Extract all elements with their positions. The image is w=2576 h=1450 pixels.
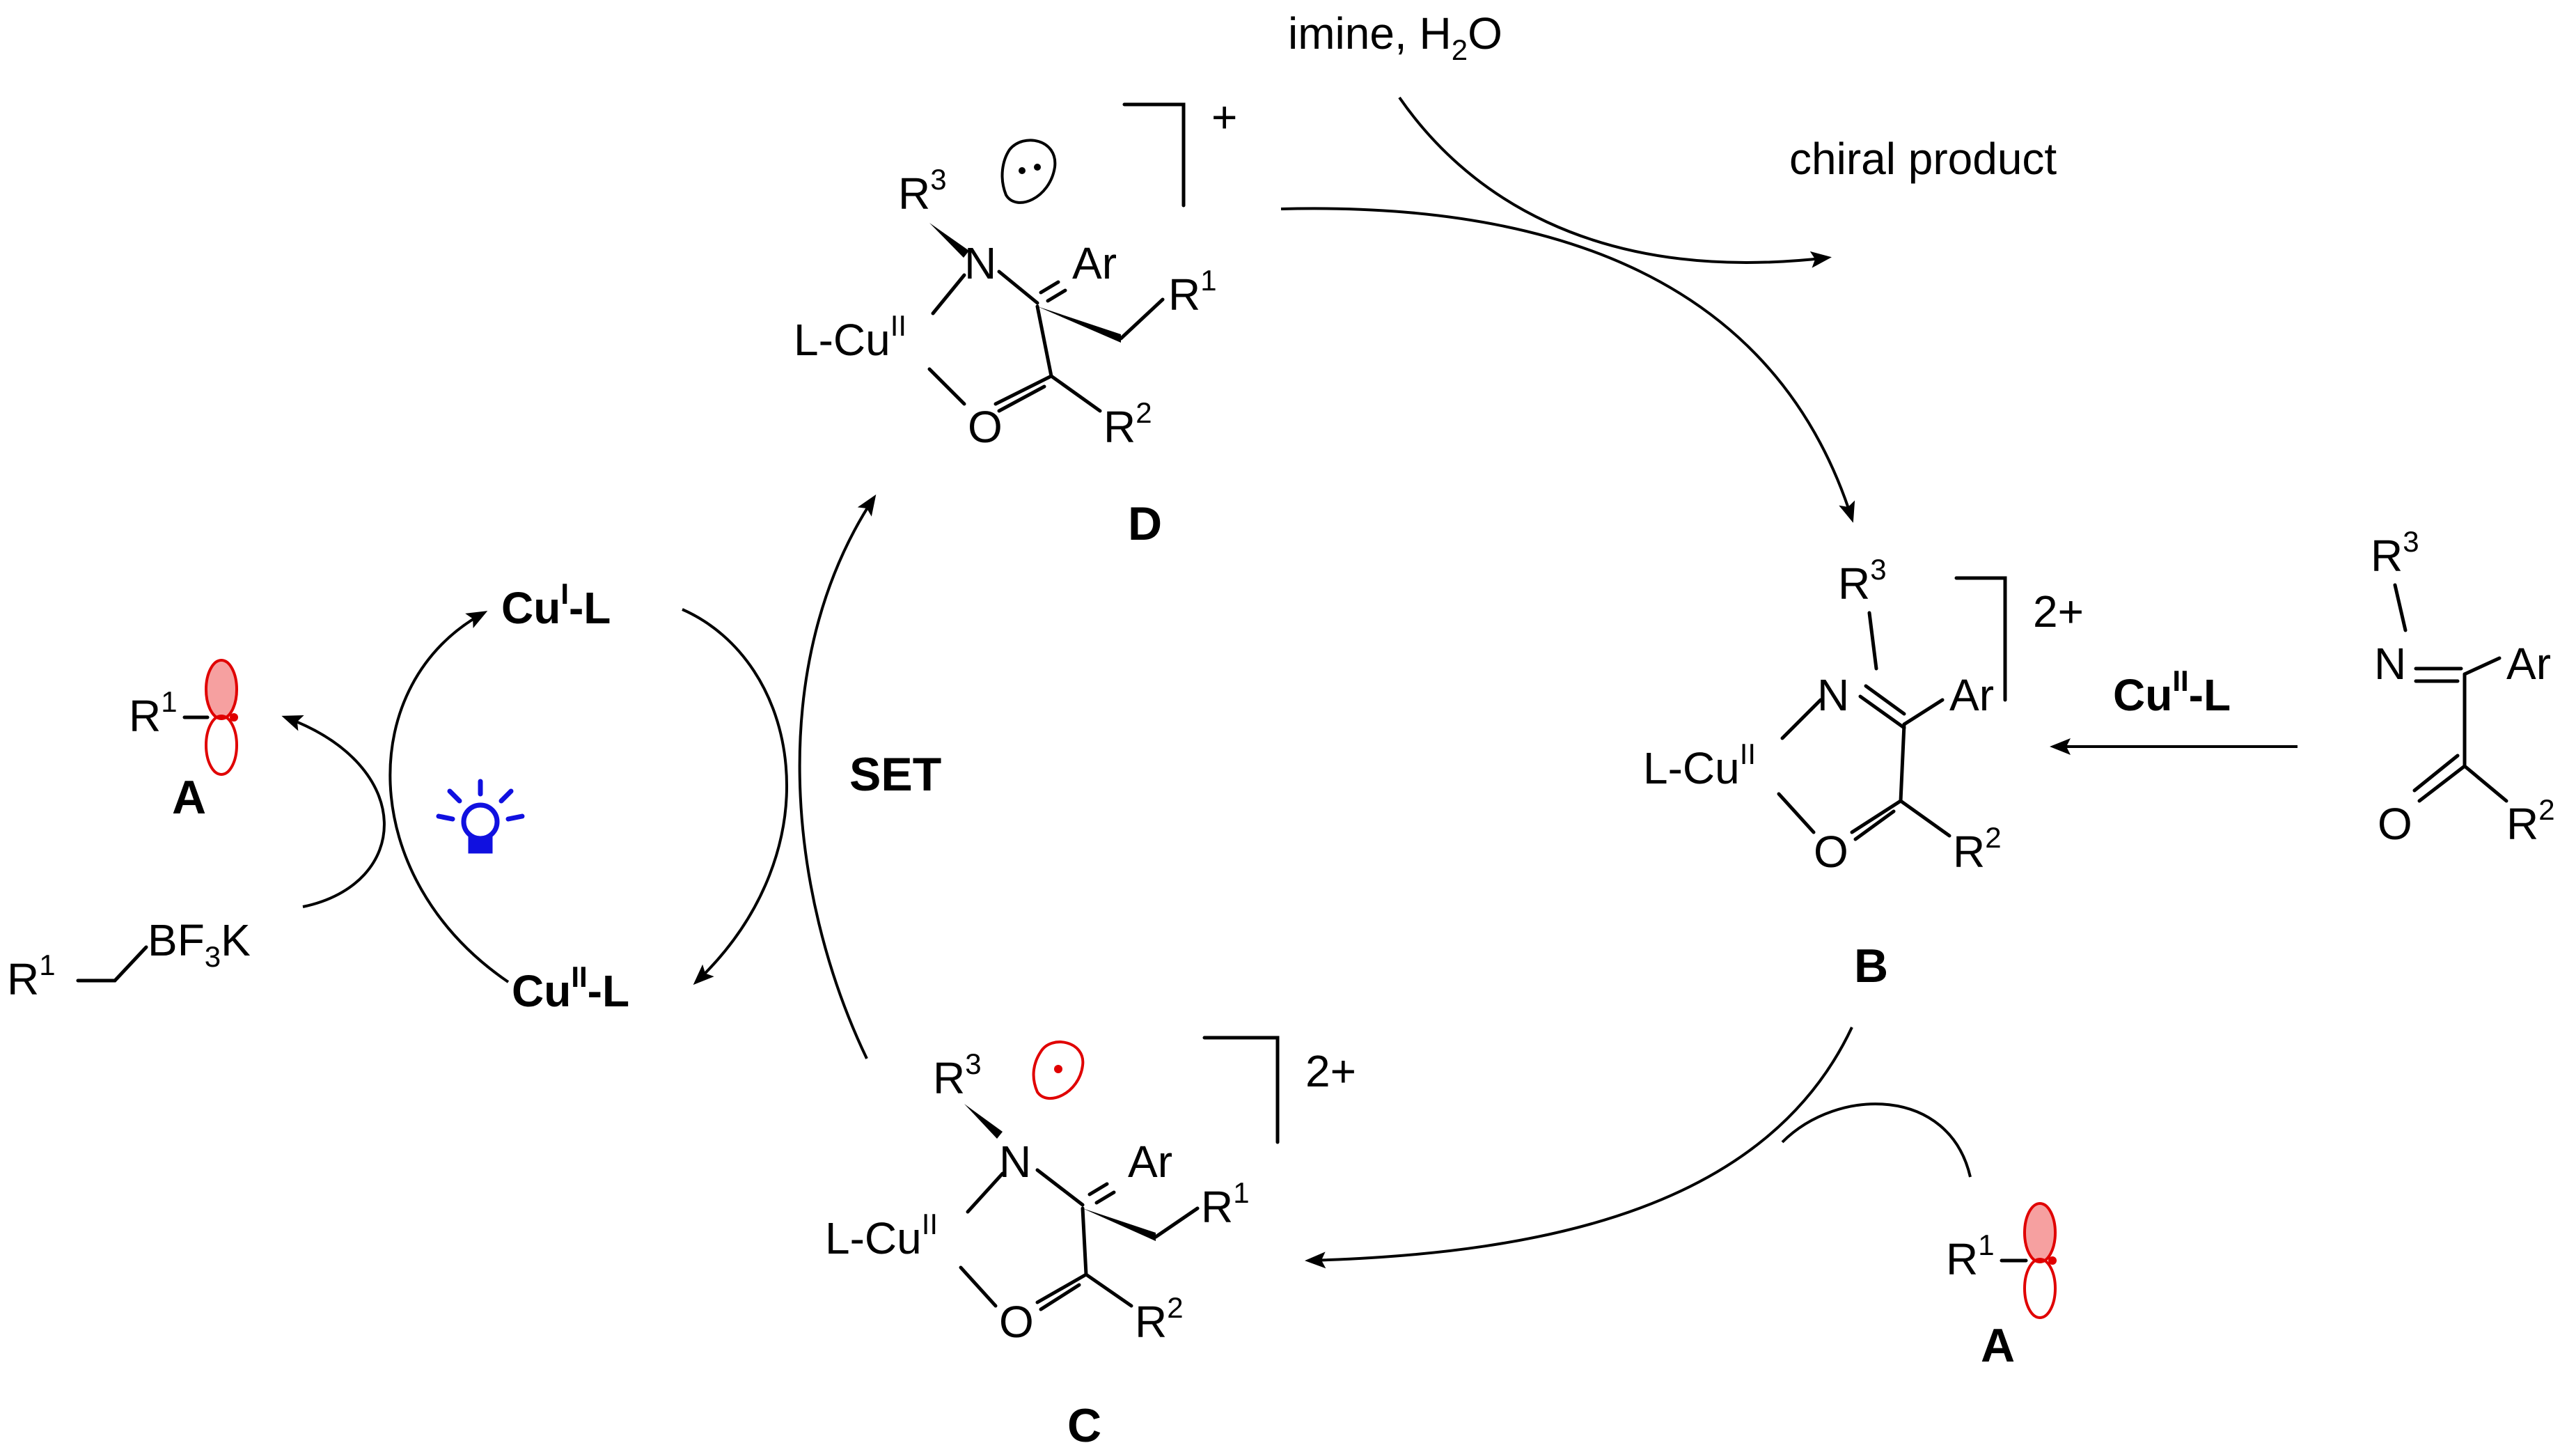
svg-text:R3: R3 bbox=[898, 163, 947, 219]
svg-text:R3: R3 bbox=[2371, 525, 2419, 581]
svg-text:N: N bbox=[1817, 670, 1849, 720]
svg-text:R1: R1 bbox=[129, 685, 178, 741]
svg-text:2+: 2+ bbox=[2033, 586, 2084, 637]
lightbulb-icon bbox=[436, 779, 525, 854]
svg-text:+: + bbox=[1211, 92, 1237, 142]
svg-text:Ar: Ar bbox=[1128, 1137, 1172, 1187]
radical-lone-orbital-icon bbox=[1032, 1040, 1085, 1100]
imine-water-label: imine, H2O bbox=[1288, 8, 1502, 66]
svg-text:R1: R1 bbox=[1946, 1229, 1995, 1284]
svg-text:Ar: Ar bbox=[1072, 238, 1117, 288]
svg-text:L-CuII: L-CuII bbox=[1643, 738, 1756, 793]
svg-text:D: D bbox=[1128, 497, 1162, 550]
svg-text:2+: 2+ bbox=[1305, 1046, 1356, 1096]
arrow-cu-i-to-cu-ii bbox=[682, 608, 788, 985]
intermediate-c: R3 N Ar R1 R2 O L-CuII 2+ C bbox=[825, 1036, 1356, 1450]
chiral-product-label: chiral product bbox=[1789, 134, 2057, 184]
trifluoroborate-precursor: R1 BF3K bbox=[7, 915, 251, 1004]
arrow-b-to-c bbox=[1305, 1027, 1853, 1269]
set-label: SET bbox=[849, 748, 941, 801]
radical-orbital-icon bbox=[2023, 1202, 2057, 1319]
svg-text:BF3K: BF3K bbox=[148, 915, 251, 973]
intermediate-b: R3 N Ar R2 O L-CuII 2+ B bbox=[1643, 553, 2084, 992]
svg-text:B: B bbox=[1854, 940, 1888, 992]
svg-text:R2: R2 bbox=[1135, 1291, 1184, 1347]
arrow-precursor-to-radical bbox=[281, 715, 386, 908]
radical-a-left: R1 A bbox=[129, 659, 238, 824]
imine-substrate: R3 N Ar O R2 bbox=[2371, 525, 2555, 849]
svg-text:R1: R1 bbox=[1168, 264, 1217, 320]
cu-ii-l-label: CuII-L bbox=[512, 960, 629, 1016]
svg-text:N: N bbox=[2374, 639, 2406, 689]
svg-text:O: O bbox=[2378, 799, 2412, 849]
intermediate-d: R3 N Ar R1 R2 O L-CuII + D bbox=[794, 92, 1237, 550]
svg-text:R3: R3 bbox=[933, 1047, 982, 1103]
svg-text:R1: R1 bbox=[1201, 1176, 1250, 1232]
svg-text:R3: R3 bbox=[1838, 553, 1887, 609]
svg-text:R1: R1 bbox=[7, 949, 56, 1004]
arrow-c-to-d-set bbox=[798, 494, 877, 1059]
svg-text:Ar: Ar bbox=[1949, 670, 1994, 720]
svg-text:L-CuII: L-CuII bbox=[825, 1208, 938, 1263]
svg-text:L-CuII: L-CuII bbox=[794, 309, 906, 365]
radical-a-right: R1 A bbox=[1946, 1202, 2057, 1372]
svg-text:Ar: Ar bbox=[2506, 639, 2551, 689]
cu-i-l-label: CuI-L bbox=[501, 577, 611, 633]
svg-text:O: O bbox=[999, 1297, 1034, 1347]
cu-ii-l-reagent-label: CuII-L bbox=[2113, 664, 2231, 720]
svg-text:N: N bbox=[964, 238, 996, 288]
svg-text:O: O bbox=[968, 402, 1003, 452]
svg-text:R2: R2 bbox=[1953, 821, 2002, 877]
svg-text:R2: R2 bbox=[2506, 793, 2555, 849]
arrow-radical-a-joining bbox=[1781, 1102, 1972, 1178]
lone-pair-orbital-icon bbox=[1000, 139, 1057, 204]
arrow-imine-water-to-product bbox=[1398, 96, 1832, 268]
svg-text:A: A bbox=[172, 771, 206, 824]
arrow-d-to-b bbox=[1280, 207, 1855, 523]
arrow-cu-ii-to-cu-i bbox=[388, 611, 510, 983]
svg-text:O: O bbox=[1814, 827, 1848, 877]
radical-orbital-icon bbox=[205, 659, 238, 776]
svg-text:R2: R2 bbox=[1104, 396, 1152, 452]
svg-text:C: C bbox=[1067, 1399, 1101, 1450]
svg-text:A: A bbox=[1981, 1319, 2015, 1372]
svg-text:N: N bbox=[999, 1137, 1031, 1187]
